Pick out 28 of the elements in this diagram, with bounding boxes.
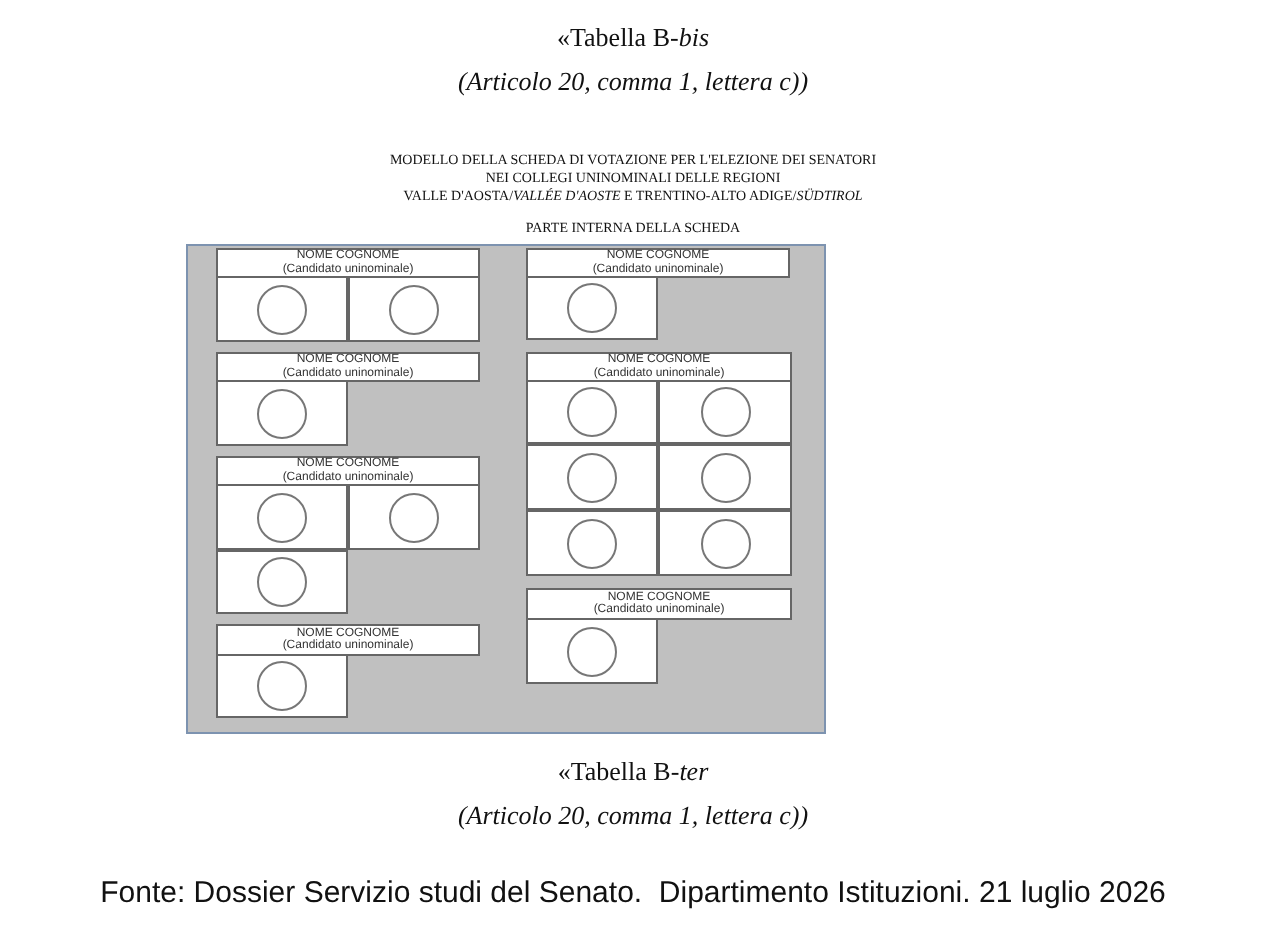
symbol-circle — [701, 387, 751, 437]
symbol-circle — [567, 283, 617, 333]
candidate-name-box — [216, 352, 480, 382]
symbol-circle — [567, 453, 617, 503]
candidate-name-box — [526, 352, 792, 382]
symbol-circle — [257, 661, 307, 711]
symbol-circle — [701, 519, 751, 569]
candidate-name-box — [216, 624, 480, 656]
symbol-circle — [257, 493, 307, 543]
table-title: «Tabella B-ter — [557, 756, 709, 786]
symbol-circle — [257, 285, 307, 335]
table-title: «Tabella B-bis — [557, 22, 709, 52]
symbol-circle — [257, 557, 307, 607]
article-reference: (Articolo 20, comma 1, lettera c)) — [457, 800, 809, 830]
candidate-name-box — [216, 456, 480, 486]
symbol-circle — [567, 627, 617, 677]
symbol-circle — [389, 285, 439, 335]
symbol-circle — [701, 453, 751, 503]
symbol-circle — [567, 387, 617, 437]
symbol-circle — [567, 519, 617, 569]
article-reference: (Articolo 20, comma 1, lettera c)) — [457, 66, 809, 96]
source-note: Fonte: Dossier Servizio studi del Senato. Dipartimento Istituzioni. 21 luglio 2026 — [100, 876, 1166, 910]
candidate-name-box — [526, 588, 792, 620]
ballot-panel — [186, 244, 826, 734]
candidate-name-box — [526, 248, 790, 278]
candidate-name-box — [216, 248, 480, 278]
symbol-circle — [389, 493, 439, 543]
symbol-circle — [257, 389, 307, 439]
